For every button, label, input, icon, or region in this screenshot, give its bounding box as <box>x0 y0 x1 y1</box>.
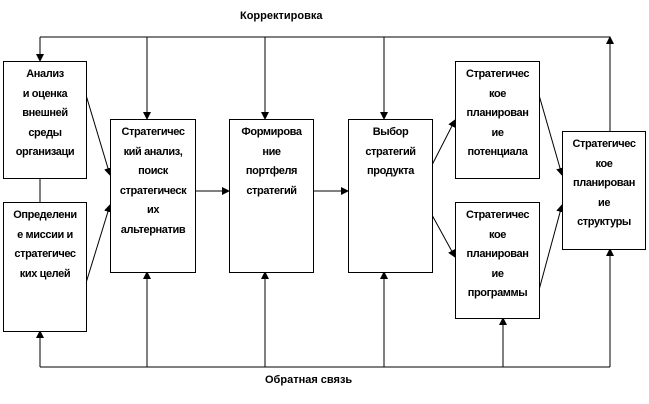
box-external-analysis: Анализ и оценка внешней среды организаци <box>3 61 87 179</box>
box-text-line: Стратегичес <box>465 68 530 80</box>
box-text-line: планирован <box>466 107 529 119</box>
box-text-line: планирован <box>466 248 529 260</box>
box-text-line: Выбор <box>372 126 409 138</box>
box-text-line: продукта <box>367 165 414 177</box>
box-text-line: ие <box>491 267 504 280</box>
box-text-line: Стратегичес <box>121 126 185 138</box>
box-text-line: Анализ <box>26 68 64 80</box>
box-text-line: Стратегичес <box>465 209 530 221</box>
correction-label: Корректировка <box>240 10 323 22</box>
box-text-line: структуры <box>577 216 631 228</box>
box-potential-planning: Стратегичес кое планирован ие потенциала <box>455 61 540 179</box>
box-text-line: стратегий <box>365 145 416 158</box>
box-text-line: стратегий <box>246 184 297 197</box>
box-text-line: ие <box>491 126 504 139</box>
box-mission-goals: Определени е миссии и стратегичес ких целей <box>3 202 87 332</box>
box-text-line: портфеля <box>245 165 298 177</box>
box-text-line: стратегическ <box>119 184 187 197</box>
box-text-line: альтернатив <box>120 223 186 236</box>
feedback-label: Обратная связь <box>265 374 353 386</box>
box-text-line: Определени <box>13 209 77 221</box>
box-text-line: потенциала <box>467 146 528 158</box>
box-strategic-analysis: Стратегичес кий анализ, поиск стратегическ и… <box>110 119 196 273</box>
box-text-line: кий анализ, <box>123 145 183 158</box>
box-text-line: поиск <box>138 165 168 177</box>
box-product-strategy: Выбор стратегий продукта <box>348 119 433 273</box>
box-text-line: организаци <box>15 146 75 158</box>
box-structure-planning: Стратегичес кое планирован ие структуры <box>562 131 646 250</box>
box-text-line: внешней <box>22 107 68 119</box>
box-text-line: программы <box>467 287 528 299</box>
box-text-line: ких целей <box>19 267 71 280</box>
box-text-line: ние <box>262 145 281 158</box>
box-program-planning: Стратегичес кое планирован ие программы <box>455 202 540 319</box>
box-text-line: их <box>146 204 160 216</box>
box-text-line: стратегичес <box>14 248 76 260</box>
box-text-line: кое <box>595 157 613 170</box>
box-text-line: е миссии и <box>17 228 73 241</box>
box-portfolio: Формирова ние портфеля стратегий <box>229 119 314 273</box>
box-text-line: Формирова <box>241 126 302 138</box>
box-text-line: планирован <box>573 177 635 189</box>
box-text-line: и оценка <box>22 87 68 100</box>
box-text-line: среды <box>28 126 62 139</box>
box-text-line: ие <box>597 196 611 209</box>
box-text-line: кое <box>489 228 506 241</box>
box-text-line: кое <box>489 87 506 100</box>
box-text-line: Стратегичес <box>572 138 636 150</box>
